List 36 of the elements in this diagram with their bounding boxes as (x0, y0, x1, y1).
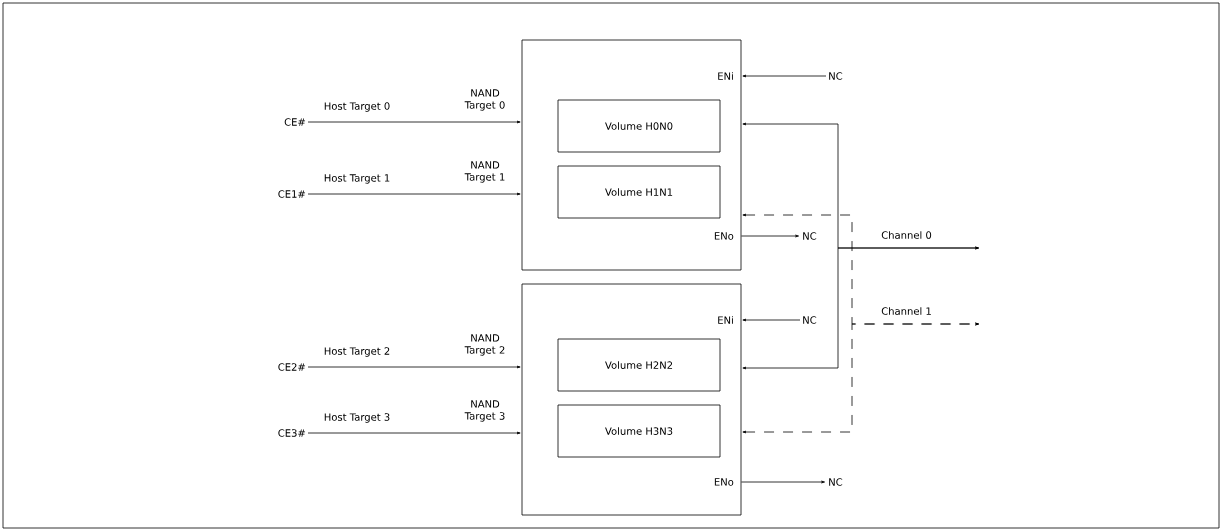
target-label: NAND Target 1 (464, 161, 505, 183)
pin-label: ENo (714, 478, 734, 486)
dashed-arrow (742, 322, 979, 434)
edge-label: Host Target 1 (324, 174, 390, 184)
signal-label: CE3# (278, 429, 306, 437)
arrow (742, 246, 979, 370)
pin-label: ENi (718, 72, 733, 80)
edge-label: Channel 0 (881, 231, 932, 239)
signal-label: NC (829, 72, 843, 80)
arrow (741, 234, 799, 238)
edge-label: Channel 1 (881, 307, 931, 315)
arrow (307, 365, 521, 369)
signal-label: CE2# (278, 363, 306, 371)
arrow (742, 74, 827, 78)
signal-label: NC (803, 316, 817, 324)
edge-label: Host Target 3 (324, 413, 390, 423)
volume-box: Volume H2N2 (557, 338, 721, 392)
signal-label: NC (829, 478, 843, 486)
volume-box: Volume H1N1 (557, 165, 721, 219)
edge-label: Host Target 0 (324, 102, 390, 112)
arrow (307, 192, 521, 196)
target-label: NAND Target 2 (464, 334, 505, 356)
arrow (307, 431, 521, 435)
arrow (307, 120, 521, 124)
target-label: NAND Target 0 (464, 89, 505, 111)
pin-label: ENo (714, 232, 734, 240)
arrow (741, 480, 825, 484)
volume-box: Volume H0N0 (557, 99, 721, 153)
signal-label: CE1# (278, 190, 306, 198)
arrow (742, 318, 801, 322)
target-label: NAND Target 3 (464, 400, 505, 422)
volume-box: Volume H3N3 (557, 404, 721, 458)
edge-label: Host Target 2 (324, 347, 390, 357)
pin-label: ENi (718, 316, 733, 324)
signal-label: NC (803, 232, 817, 240)
signal-label: CE# (284, 118, 306, 126)
